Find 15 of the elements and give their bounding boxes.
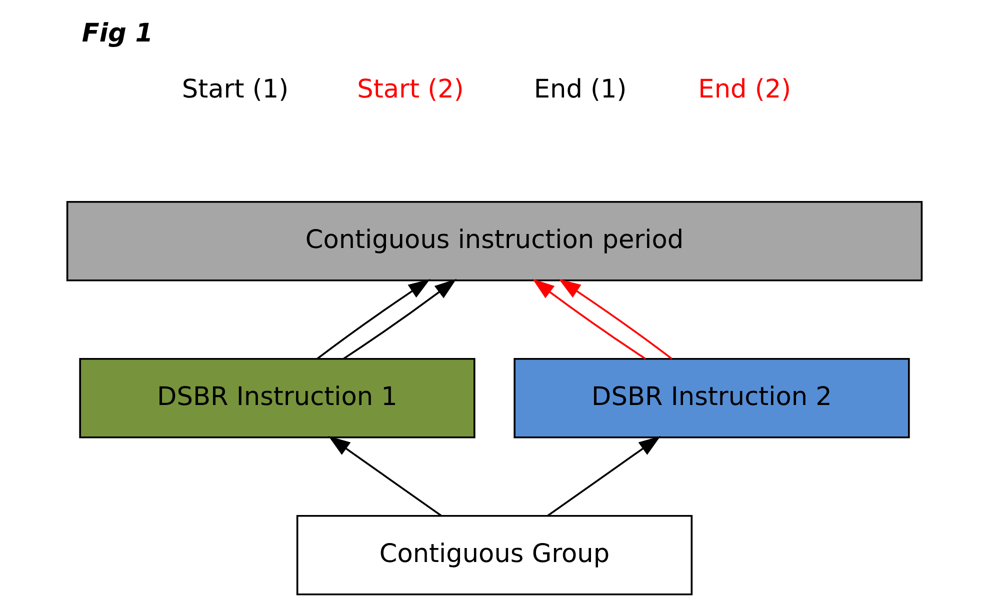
arrow — [328, 436, 442, 517]
arrow — [547, 436, 661, 517]
arrow — [343, 278, 457, 360]
node-box: DSBR Instruction 2 — [514, 358, 910, 438]
label: Start (2) — [357, 74, 464, 104]
node-box: Contiguous Group — [296, 514, 693, 596]
label: End (2) — [698, 74, 792, 104]
arrow — [558, 279, 672, 360]
arrow — [316, 279, 430, 360]
node-box: DSBR Instruction 1 — [79, 358, 476, 438]
arrow — [532, 278, 646, 360]
label: Start (1) — [182, 74, 289, 104]
label: End (1) — [534, 74, 627, 104]
node-box: Contiguous instruction period — [66, 200, 923, 282]
diagram-title: Fig 1 — [82, 18, 154, 49]
